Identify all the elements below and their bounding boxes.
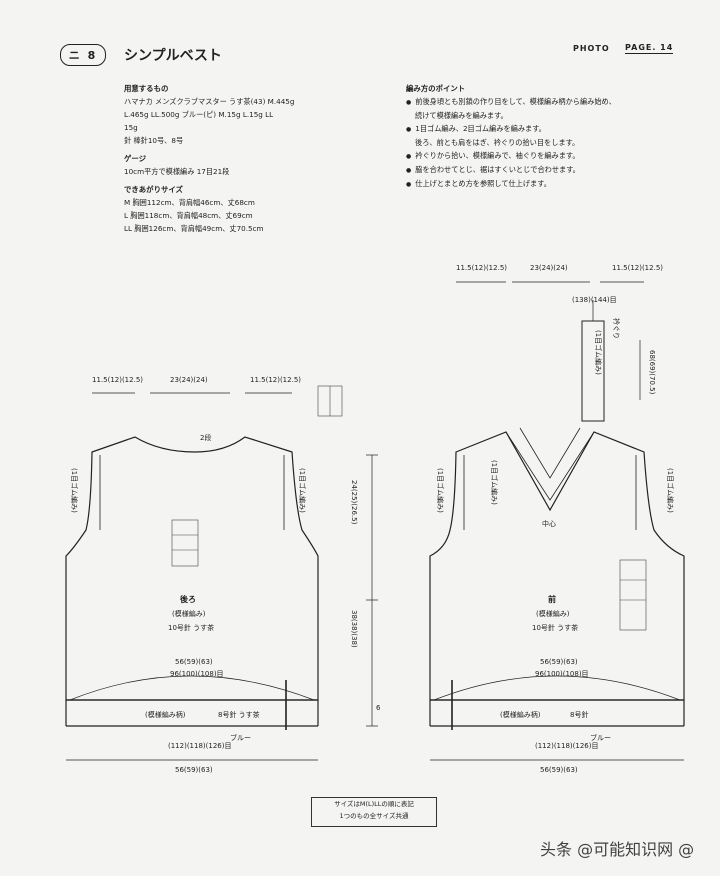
front-shoulder-right: 11.5(12)(12.5) (612, 264, 663, 272)
back-shoulder-left: 11.5(12)(12.5) (92, 376, 143, 384)
front-needle: 10号針 うす茶 (532, 623, 578, 632)
front-neck-width: 23(24)(24) (530, 264, 568, 272)
gauge-heading: ゲージ (124, 154, 147, 163)
front-hem: (模様編み柄) (500, 710, 541, 719)
back-color: ブルー (230, 733, 251, 742)
front-bottom-stitches: (112)(118)(126)目 (535, 742, 598, 750)
front-pattern: (模様編み) (536, 609, 570, 618)
points-heading: 編み方のポイント (406, 84, 466, 93)
back-armhole-band-left: (1目ゴム編み) (70, 468, 79, 513)
page-number: PAGE. 14 (625, 43, 674, 54)
front-armhole-band-left: (1目ゴム編み) (436, 468, 445, 513)
photo-label: PHOTO (573, 44, 610, 53)
size-note-line: 1つのもの全サイズ共通 (339, 812, 409, 820)
back-shoulder-right: 11.5(12)(12.5) (250, 376, 301, 384)
back-neck-rows: 2段 (200, 433, 211, 442)
materials-line: L.465g LL.500g ブルー(ピ) M.15g L.15g LL (124, 110, 274, 119)
sizes-heading: できあがりサイズ (124, 185, 183, 194)
front-color: ブルー (590, 733, 611, 742)
front-neck-top: (138)(144)目 (572, 296, 617, 304)
size-notation-box: サイズはM(L)LLの順に表記 1つのもの全サイズ共通 (311, 797, 437, 827)
point-item: 前後身頃とも別鎖の作り目をして、模様編み柄から編み始め、 (406, 95, 616, 109)
back-hem: (模様編み柄) (145, 710, 186, 719)
back-neck-width: 23(24)(24) (170, 376, 208, 384)
point-item: 1目ゴム編み、2目ゴム編みを編みます。 (406, 122, 616, 136)
watermark: 头条 @可能知识网 @ (540, 836, 694, 860)
front-shoulder-left: 11.5(12)(12.5) (456, 264, 507, 272)
hem-height: 6 (376, 704, 381, 712)
point-item: 後ろ、前とも肩をはぎ、衿ぐりの拾い目をします。 (415, 138, 580, 147)
size-line: L 胸囲118cm、背肩幅48cm、丈69cm (124, 211, 253, 220)
materials-line: 針 棒針10号、8号 (124, 136, 184, 145)
front-center-note: 中心 (542, 519, 556, 528)
front-width: 56(59)(63) (540, 658, 578, 666)
size-note-line: サイズはM(L)LLの順に表記 (334, 800, 414, 808)
stitch-chart-grid (171, 385, 647, 631)
materials-line: 15g (124, 123, 138, 132)
body-length: 38(38)(38) (350, 610, 358, 648)
materials-line: ハマナカ メンズクラブマスター うす茶(43) M.445g (124, 97, 295, 106)
back-needle: 10号針 うす茶 (168, 623, 214, 632)
back-cast-on: 96(100)(108)目 (170, 670, 224, 678)
back-name: 後ろ (180, 594, 196, 604)
materials-heading: 用意するもの (124, 84, 169, 93)
front-bottom-cm: 56(59)(63) (540, 766, 578, 774)
point-item: 続けて模様編みを編みます。 (415, 111, 508, 120)
back-bottom-cm: 56(59)(63) (175, 766, 213, 774)
back-hem-color: 8号針 うす茶 (218, 710, 260, 719)
front-neck-note: 衿ぐり (612, 318, 621, 339)
size-line: LL 胸囲126cm、背肩幅49cm、丈70.5cm (124, 224, 264, 233)
point-item: 衿ぐりから拾い、模様編みで、袖ぐりを編みます。 (406, 149, 616, 163)
front-armhole-band-right: (1目ゴム編み) (666, 468, 675, 513)
front-name: 前 (548, 594, 556, 604)
materials-section: 用意するもの ハマナカ メンズクラブマスター うす茶(43) M.445g L.… (124, 82, 294, 235)
front-outline (429, 431, 685, 701)
front-hem-color: 8号針 (570, 710, 588, 719)
back-width: 56(59)(63) (175, 658, 213, 666)
back-armhole-band-right: (1目ゴム編み) (298, 468, 307, 513)
back-outline (65, 436, 319, 701)
pattern-number-badge: ニ 8 (60, 44, 106, 66)
point-item: 仕上げとまとめ方を参照して仕上げます。 (406, 177, 616, 191)
back-bottom-stitches: (112)(118)(126)目 (168, 742, 231, 750)
total-length: 68(69)(70.5) (648, 350, 656, 395)
gauge-line: 10cm平方で模様編み 17目21段 (124, 167, 230, 176)
front-inner-band: (1目ゴム編み) (490, 460, 499, 505)
back-pattern: (模様編み) (172, 609, 206, 618)
knitting-points-section: 編み方のポイント 前後身頃とも別鎖の作り目をして、模様編み柄から編み始め、 続け… (406, 82, 616, 191)
page-title: シンプルベスト (124, 48, 222, 64)
watermark-text: 头条 @可能知识网 @ (540, 840, 695, 859)
size-line: M 胸囲112cm、背肩幅46cm、丈68cm (124, 198, 255, 207)
front-neckband: (1目ゴム編み) (594, 330, 603, 375)
point-item: 脇を合わせてとじ、裾はすくいとじで合わせます。 (406, 163, 616, 177)
armhole-depth: 24(25)(26.5) (350, 480, 358, 525)
front-cast-on: 96(100)(108)目 (535, 670, 589, 678)
